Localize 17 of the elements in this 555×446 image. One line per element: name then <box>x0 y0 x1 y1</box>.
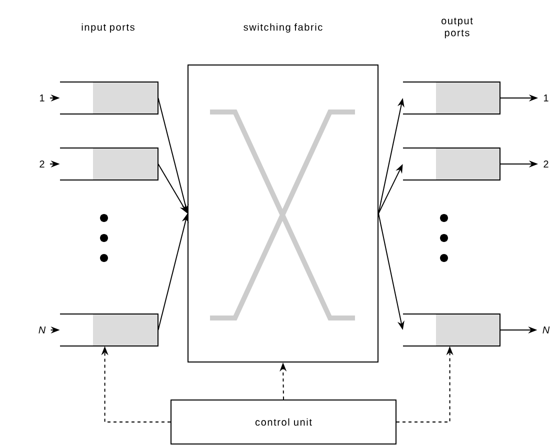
fabric-box: switching fabric <box>188 23 378 362</box>
port-number: N <box>542 326 550 334</box>
port-number: N <box>38 326 46 334</box>
column-heading: input ports <box>82 23 134 33</box>
port-number: 1 <box>40 94 44 102</box>
port-number: 2 <box>544 160 548 168</box>
control-box: control unit <box>170 400 396 444</box>
queue <box>402 82 500 114</box>
queue <box>60 148 158 180</box>
column-heading: output ports <box>442 18 473 38</box>
node-label: switching fabric <box>244 23 322 33</box>
queue <box>402 314 500 346</box>
port-number: 2 <box>40 160 44 168</box>
port-number: 1 <box>544 94 548 102</box>
queue <box>402 148 500 180</box>
queue <box>60 314 158 346</box>
queue <box>60 82 158 114</box>
